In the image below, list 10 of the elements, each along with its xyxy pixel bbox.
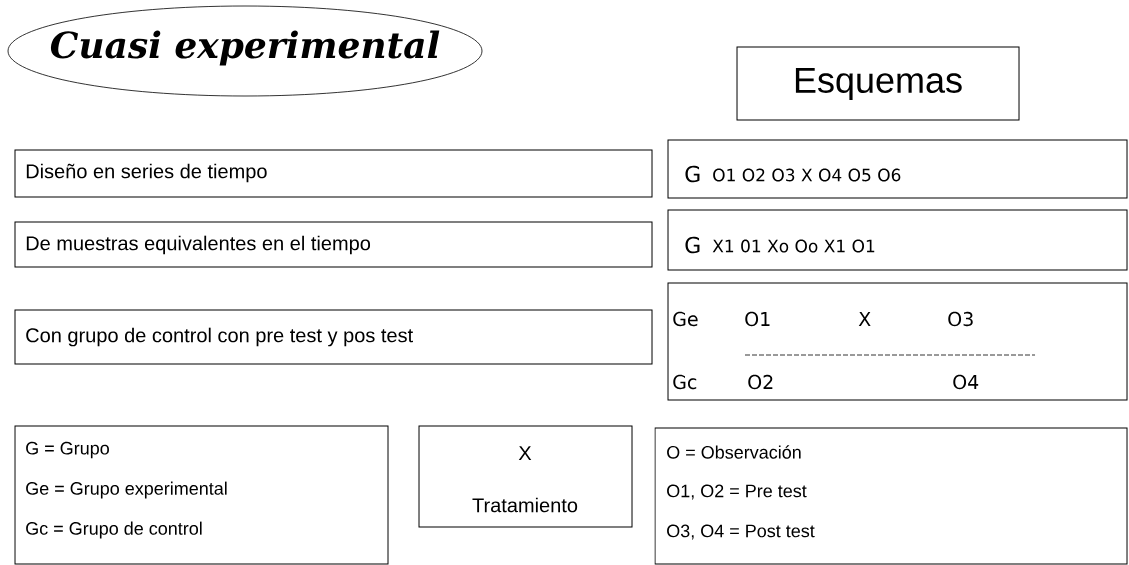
- design-box: De muestras equivalentes en el tiempo: [14, 221, 653, 268]
- heading-box: Esquemas: [736, 46, 1020, 121]
- legend-box: G = Grupo Ge = Grupo experimental Gc = Grupo de control: [14, 425, 389, 565]
- scheme-box: Ge O1 X O3 Gc O2 O4: [667, 282, 1128, 401]
- design-box: Diseño en series de tiempo: [14, 149, 653, 198]
- legend-box: O = Observación O1, O2 = Pre test O3, O4 = Post test: [654, 427, 1128, 565]
- legend-box: X Tratamiento: [418, 425, 633, 528]
- design-box: Con grupo de control con pre test y pos test: [14, 309, 653, 365]
- scheme-box: G X1 01 Xo Oo X1 O1: [667, 209, 1128, 271]
- scheme-box: G O1 O2 O3 X O4 O5 O6: [667, 139, 1128, 199]
